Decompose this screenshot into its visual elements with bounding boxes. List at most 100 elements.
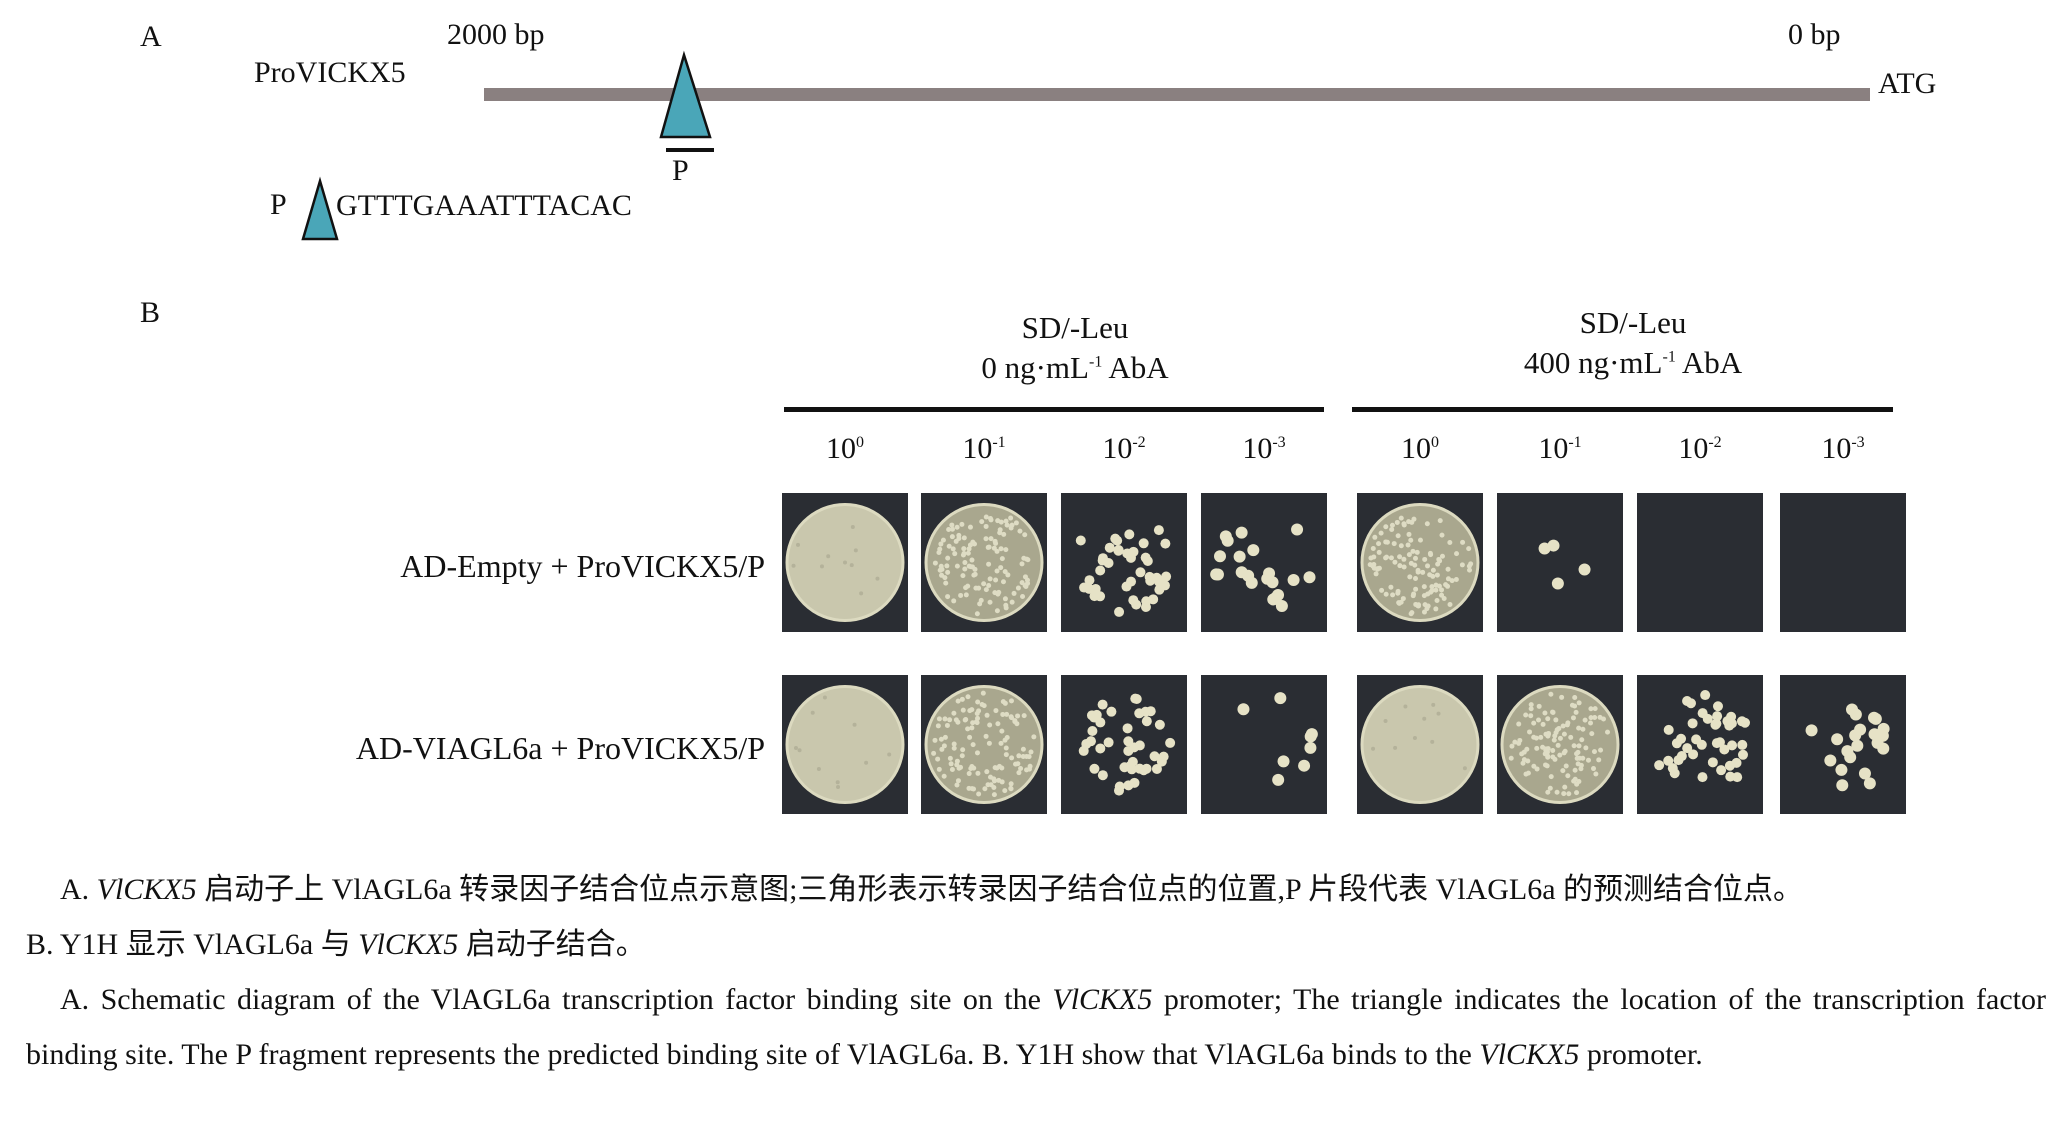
colony [931, 750, 937, 756]
yeast-spot-plate [1637, 675, 1763, 814]
colony [1000, 711, 1006, 717]
yeast-spot-plate [1061, 675, 1187, 814]
colony [999, 728, 1005, 734]
yeast-spot-plate [1201, 675, 1327, 814]
dilution-label: 10-2 [1678, 432, 1722, 465]
binding-site-triangle [659, 50, 712, 139]
colony [1431, 702, 1436, 707]
colony [1548, 774, 1554, 780]
colony-lawn [1360, 503, 1480, 622]
colony [956, 532, 962, 538]
colony [1303, 571, 1316, 584]
colony [941, 743, 947, 749]
colony [998, 565, 1004, 571]
colony [1682, 743, 1693, 754]
colony [1538, 734, 1544, 740]
colony [1583, 745, 1589, 751]
colony [942, 734, 948, 740]
colony [1002, 569, 1008, 575]
colony [1468, 561, 1474, 567]
colony [1097, 699, 1108, 710]
colony [1551, 577, 1564, 590]
colony [1536, 717, 1542, 723]
dilution-label: 10-3 [1821, 432, 1865, 465]
colony [961, 546, 967, 552]
colony [1403, 704, 1408, 709]
colony [1213, 550, 1226, 563]
colony [1412, 736, 1417, 741]
colony [1835, 763, 1848, 776]
condition-bar-2 [1352, 407, 1893, 412]
colony [1078, 745, 1089, 756]
colony [1434, 572, 1440, 578]
colony [1543, 747, 1549, 753]
colony [1003, 518, 1009, 524]
colony [1512, 739, 1518, 745]
colony [1536, 703, 1542, 709]
colony [1552, 733, 1558, 739]
colony [1540, 744, 1546, 750]
colony [1141, 716, 1152, 727]
colony [1408, 537, 1414, 543]
colony [991, 792, 997, 798]
colony [1416, 602, 1422, 608]
colony [1375, 566, 1381, 572]
motif-sequence: GTTTGAAATTTACAC [336, 189, 632, 222]
colony [1563, 763, 1569, 769]
colony [1453, 576, 1459, 582]
colony [1235, 526, 1248, 539]
colony [1398, 515, 1404, 521]
colony [1571, 743, 1577, 749]
colony [1435, 561, 1441, 567]
colony [1089, 763, 1100, 774]
yeast-spot-plate [1497, 675, 1623, 814]
dilution-label: 10-2 [1102, 432, 1146, 465]
colony [1384, 554, 1390, 560]
colony [1287, 574, 1300, 587]
colony [1020, 746, 1026, 752]
colony [994, 548, 1000, 554]
colony [955, 778, 961, 784]
promoter-line [484, 88, 1870, 101]
colony [972, 566, 978, 572]
colony [1421, 584, 1427, 590]
colony [1384, 539, 1390, 545]
colony [983, 536, 989, 542]
colony [1459, 562, 1465, 568]
colony [1018, 765, 1024, 771]
caption-en: A. Schematic diagram of the VlAGL6a tran… [26, 983, 2046, 1071]
colony [1545, 753, 1551, 759]
colony [1580, 755, 1586, 761]
colony [1598, 747, 1604, 753]
colony [970, 742, 976, 748]
colony [971, 541, 977, 547]
colony [941, 773, 947, 779]
colony [1572, 694, 1578, 700]
colony [1123, 745, 1134, 756]
colony [1697, 772, 1708, 783]
colony [985, 782, 991, 788]
colony [1417, 537, 1423, 543]
colony [1682, 695, 1693, 706]
colony [1089, 591, 1100, 602]
colony [1433, 582, 1439, 588]
colony [1371, 554, 1377, 560]
colony [1005, 572, 1011, 578]
colony [1732, 772, 1743, 783]
colony [1877, 742, 1890, 755]
colony [1433, 606, 1439, 612]
colony [949, 534, 955, 540]
colony [1540, 721, 1546, 727]
colony [992, 590, 998, 596]
colony [1434, 597, 1440, 603]
colony [1291, 523, 1304, 536]
colony [1554, 789, 1560, 795]
colony [1028, 749, 1034, 755]
colony [1533, 735, 1539, 741]
colony [1401, 522, 1407, 528]
colony [985, 544, 991, 550]
dilution-label: 100 [826, 432, 864, 465]
colony [816, 766, 821, 771]
colony [1669, 768, 1680, 779]
colony [1520, 760, 1526, 766]
